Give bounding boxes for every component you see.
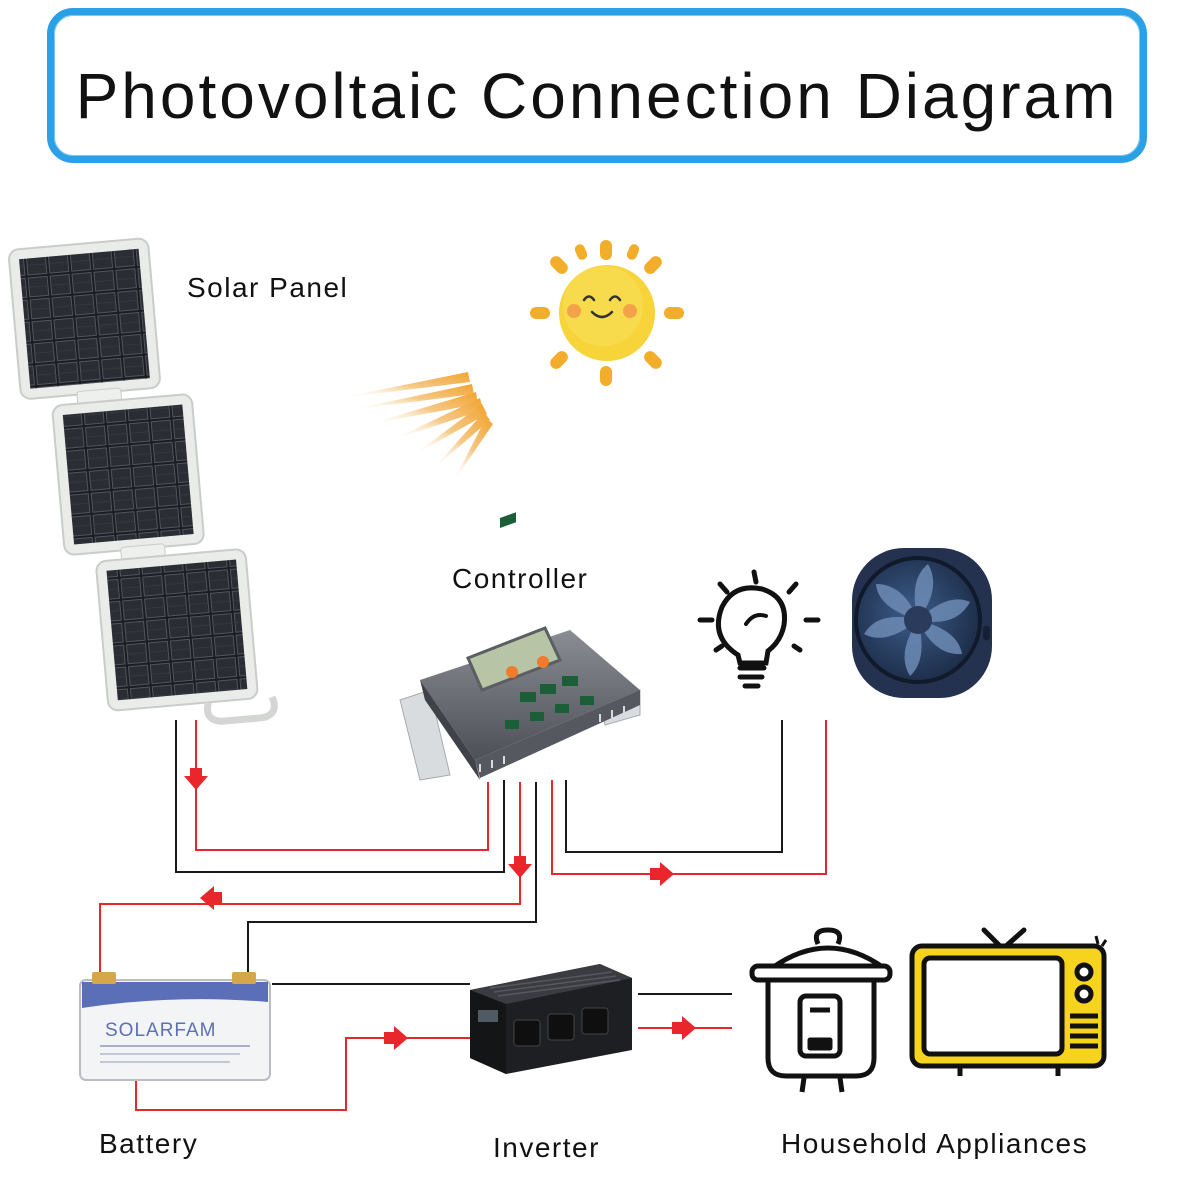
household-appliances-label: Household Appliances: [781, 1128, 1088, 1160]
arrow-right-load: [650, 862, 674, 886]
arrow-down-panel: [184, 768, 208, 790]
controller-to-load-red-wire: [552, 720, 826, 874]
sun-icon: [530, 240, 684, 386]
controller-to-battery-red-wire: [100, 782, 520, 972]
inverter-label: Inverter: [493, 1132, 600, 1164]
rice-cooker-icon: [752, 930, 890, 1092]
controller-to-battery-black-wire: [248, 782, 536, 972]
controller-to-load-black-wire: [566, 720, 782, 852]
charge-controller: [400, 512, 640, 780]
arrow-right-appliance: [672, 1016, 696, 1040]
battery-brand-text: SOLARFAM: [105, 1020, 216, 1041]
arrow-right-inverter: [384, 1026, 408, 1050]
tv-icon: [912, 930, 1106, 1076]
panel-to-controller-red-wire: [196, 720, 488, 850]
solar-panel-label: Solar Panel: [187, 272, 348, 304]
light-bulb-icon: [700, 572, 818, 686]
arrow-left-battery: [200, 886, 222, 910]
sunlight-rays: [340, 372, 493, 484]
solar-panel: [8, 230, 275, 736]
fan-icon: [852, 548, 992, 698]
arrow-down-controller: [508, 856, 532, 878]
battery-label: Battery: [99, 1128, 198, 1160]
controller-label: Controller: [452, 563, 588, 595]
inverter: [470, 964, 632, 1074]
battery: SOLARFAM: [80, 972, 270, 1080]
